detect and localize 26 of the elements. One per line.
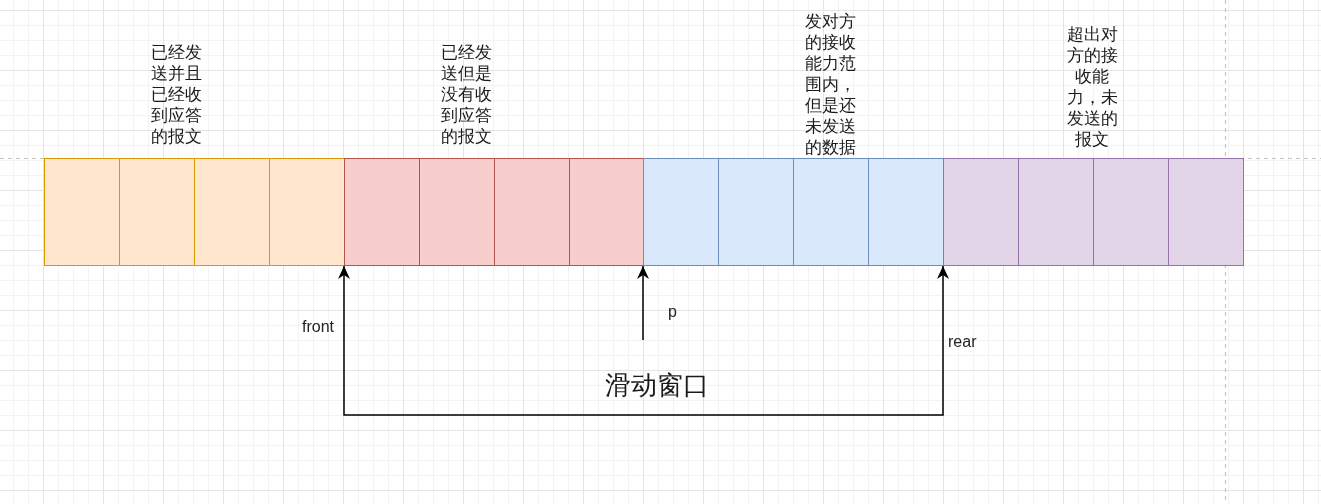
- buffer-cell: [569, 158, 645, 266]
- buffer-cell: [419, 158, 495, 266]
- group-label: 超出对方的接收能力，未发送的报文: [1065, 23, 1119, 150]
- arrow: [637, 265, 649, 341]
- group-label: 已经发送并且已经收到应答的报文: [149, 41, 203, 147]
- group-label: 发对方的接收能力范围内，但是还未发送的数据: [803, 10, 857, 158]
- buffer-cell: [1093, 158, 1169, 266]
- buffer-cell: [643, 158, 719, 266]
- buffer-cell: [793, 158, 869, 266]
- buffer-cell: [119, 158, 195, 266]
- edge-label: 滑动窗口: [605, 369, 709, 401]
- buffer-cell: [344, 158, 420, 266]
- buffer-cell: [194, 158, 270, 266]
- buffer-cell: [44, 158, 120, 266]
- arrow: [338, 265, 949, 416]
- pointer-label: p: [668, 302, 677, 322]
- pointer-label: front: [302, 317, 334, 337]
- buffer-cell: [1168, 158, 1244, 266]
- pointer-label: rear: [948, 332, 977, 352]
- buffer-cell: [494, 158, 570, 266]
- buffer-cell: [868, 158, 944, 266]
- group-label: 已经发送但是没有收到应答的报文: [439, 41, 493, 147]
- buffer-cell: [943, 158, 1019, 266]
- buffer-cell: [1018, 158, 1094, 266]
- buffer-cell: [269, 158, 345, 266]
- buffer-cell: [718, 158, 794, 266]
